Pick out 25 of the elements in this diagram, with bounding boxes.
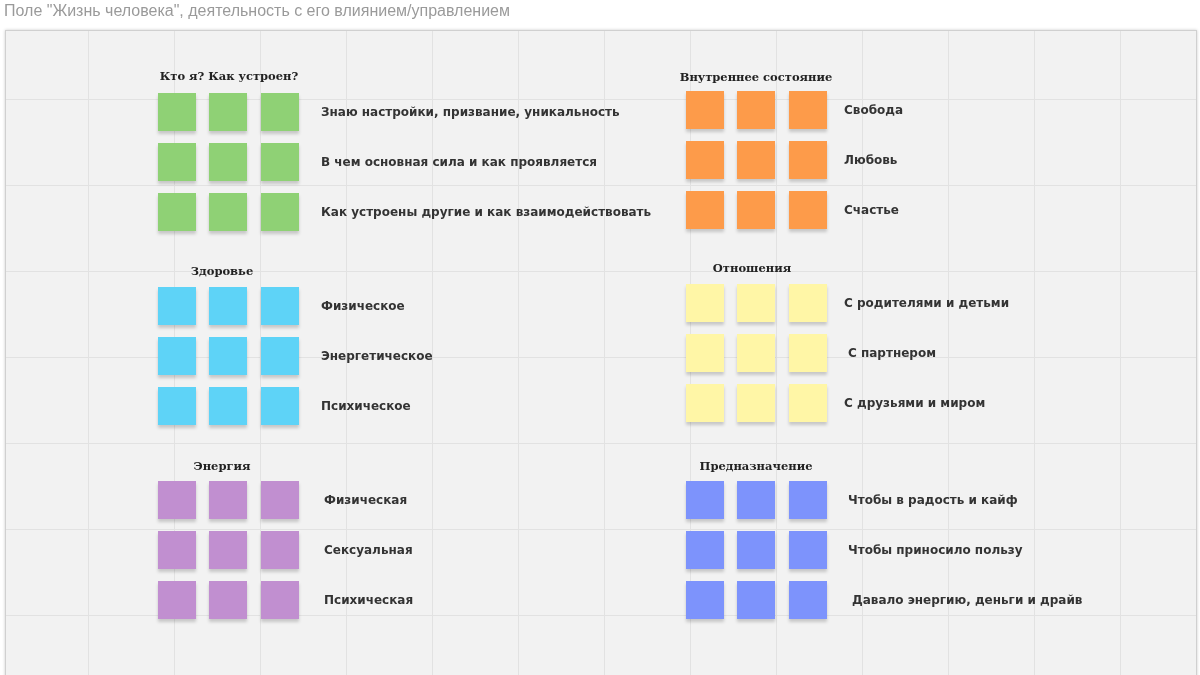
group-heading: Здоровье	[190, 264, 254, 278]
row-label: Чтобы приносило пользу	[848, 543, 1023, 557]
row-label: Сексуальная	[324, 543, 413, 557]
row-label: Давало энергию, деньги и драйв	[852, 593, 1083, 607]
row-label: Счастье	[844, 203, 899, 217]
row-label: Свобода	[844, 103, 904, 117]
row-label: В чем основная сила и как проявляется	[321, 155, 597, 169]
row-label: С друзьями и миром	[844, 396, 986, 410]
row-label: Чтобы в радость и кайф	[848, 493, 1018, 507]
row-label: Психическое	[321, 399, 411, 413]
row-label: Как устроены другие и как взаимодействовать	[321, 205, 652, 219]
board-title: Поле "Жизнь человека", деятельность с его влиянием/управлением	[4, 2, 510, 20]
row-label: С родителями и детьми	[844, 296, 1010, 310]
group-heading: Энергия	[193, 459, 251, 473]
row-label: Психическая	[324, 593, 414, 607]
group-heading: Отношения	[712, 261, 792, 275]
row-label: Физическое	[321, 299, 405, 313]
row-label: Знаю настройки, призвание, уникальность	[321, 105, 620, 119]
group-heading: Кто я? Как устроен?	[159, 69, 299, 83]
row-label: Физическая	[324, 493, 408, 507]
group-heading: Предназначение	[699, 459, 813, 473]
row-label: Любовь	[844, 153, 898, 167]
row-label: Энергетическое	[321, 349, 433, 363]
group-heading: Внутреннее состояние	[679, 70, 833, 84]
row-label: С партнером	[848, 346, 936, 360]
